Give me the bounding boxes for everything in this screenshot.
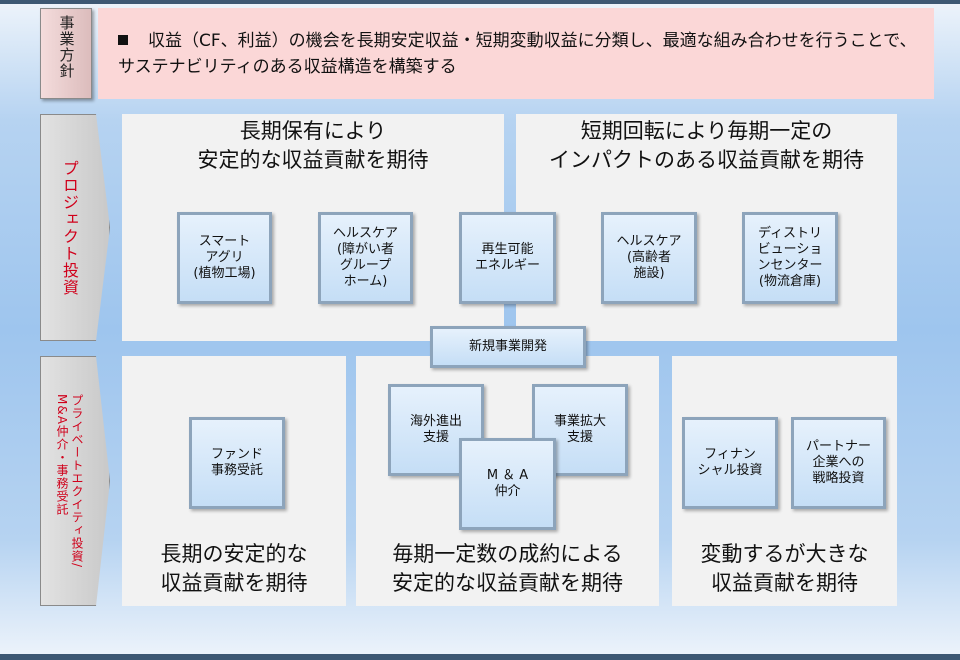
project-item-renewable-energy: 再生可能 エネルギー	[459, 212, 556, 304]
policy-box: 収益（CF、利益）の機会を長期安定収益・短期変動収益に分類し、最適な組み合わせを…	[98, 8, 934, 99]
pe-item-strategic-investment: パートナー 企業への 戦略投資	[791, 417, 886, 509]
pe-item-financial-investment: フィナン シャル投資	[682, 417, 778, 509]
project-item-healthcare-group-home: ヘルスケア (障がい者 グループ ホーム)	[318, 212, 413, 304]
policy-text: 収益（CF、利益）の機会を長期安定収益・短期変動収益に分類し、最適な組み合わせを…	[118, 31, 917, 77]
pe-label: プライベートエクイティ投資/ M&A仲介・事務受託	[40, 356, 110, 606]
pe-item-ma-brokerage: M ＆ A 仲介	[459, 438, 556, 530]
project-item-smart-agri: スマート アグリ (植物工場)	[177, 212, 272, 304]
pe-label-text: プライベートエクイティ投資/ M&A仲介・事務受託	[55, 393, 84, 569]
pe-middle-text: 毎期一定数の成約による 安定的な収益貢献を期待	[392, 542, 623, 595]
policy-label: 事業方針	[40, 8, 92, 99]
pe-panel-left: 長期の安定的な 収益貢献を期待	[122, 356, 346, 606]
pe-left-text: 長期の安定的な 収益貢献を期待	[160, 542, 308, 595]
bottom-rule	[0, 654, 960, 660]
new-business-box: 新規事業開発	[430, 326, 586, 368]
project-long-text: 長期保有により 安定的な収益貢献を期待	[197, 119, 429, 172]
pe-item-fund-administration: ファンド 事務受託	[189, 417, 285, 509]
top-rule	[0, 0, 960, 4]
project-label-text: プロジェクト投資	[60, 159, 79, 296]
policy-label-text: 事業方針	[57, 14, 76, 79]
project-panel-short: 短期回転により毎期一定の インパクトのある収益貢献を期待	[516, 114, 897, 341]
project-short-text: 短期回転により毎期一定の インパクトのある収益貢献を期待	[549, 119, 864, 172]
project-item-distribution-center: ディストリ ビューショ ンセンター (物流倉庫)	[742, 212, 838, 304]
project-item-healthcare-elderly: ヘルスケア (高齢者 施設)	[601, 212, 697, 304]
bullet-square-icon	[118, 35, 128, 45]
pe-right-text: 変動するが大きな 収益貢献を期待	[700, 542, 869, 595]
project-label: プロジェクト投資	[40, 114, 110, 341]
